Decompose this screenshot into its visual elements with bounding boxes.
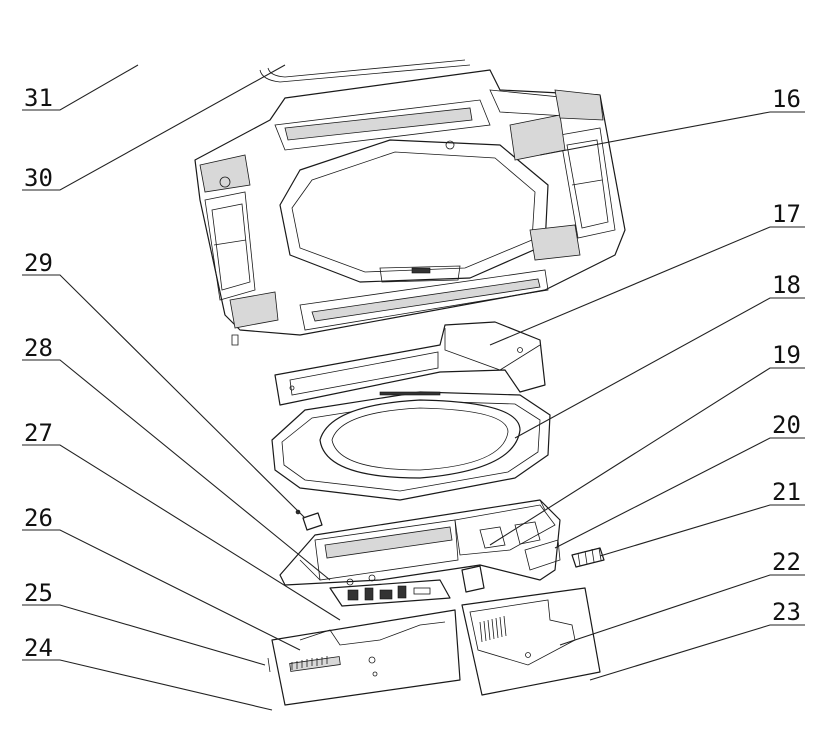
- callout-21: 21: [772, 478, 801, 506]
- callout-25: 25: [24, 579, 53, 607]
- part-small-clip: [295, 509, 323, 531]
- part-top-housing: [194, 59, 626, 346]
- callout-22: 22: [772, 548, 801, 576]
- part-lower-cover-right: [461, 587, 601, 696]
- part-terminal-connectors: [571, 547, 605, 568]
- part-lower-cover-left: [267, 609, 461, 706]
- callout-23: 23: [772, 598, 801, 626]
- callout-30: 30: [24, 164, 53, 192]
- callout-16: 16: [772, 85, 801, 113]
- callout-18: 18: [772, 271, 801, 299]
- part-panel-frame: [274, 321, 546, 406]
- callout-labels: 31 30 29 28 27 26 25 24 16 17 18 19 20 2…: [24, 84, 801, 662]
- callout-31: 31: [24, 84, 53, 112]
- callout-27: 27: [24, 419, 53, 447]
- callout-26: 26: [24, 504, 53, 532]
- callout-17: 17: [772, 200, 801, 228]
- callout-24: 24: [24, 634, 53, 662]
- part-circuit-board: [329, 574, 451, 607]
- callout-28: 28: [24, 334, 53, 362]
- callout-19: 19: [772, 341, 801, 369]
- part-bezel-ring: [271, 391, 551, 501]
- callout-20: 20: [772, 411, 801, 439]
- part-control-tray: [279, 499, 561, 593]
- callout-29: 29: [24, 249, 53, 277]
- leader-lines: [22, 64, 805, 711]
